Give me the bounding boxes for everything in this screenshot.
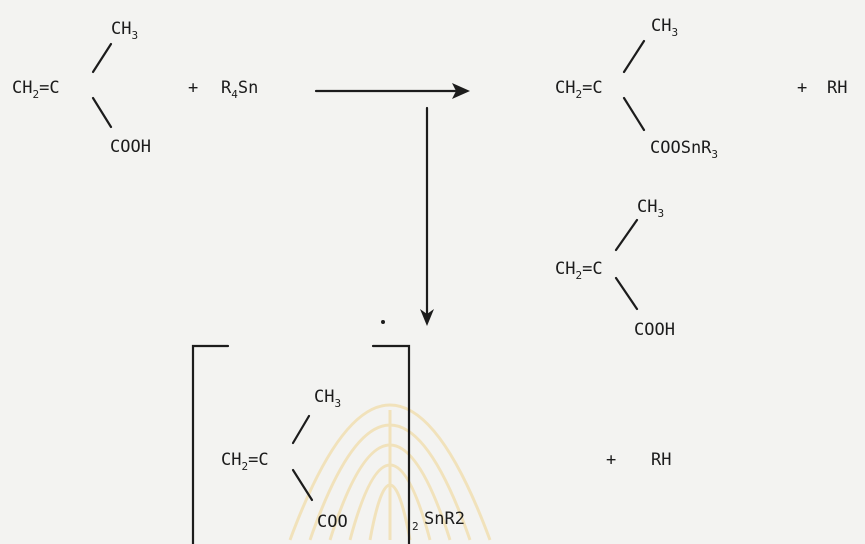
bond-c-ch3 <box>91 42 113 74</box>
ch2-label: CH2=C <box>12 78 60 101</box>
bond-c-ch3 <box>614 218 639 252</box>
tetraorganotin-label: R4Sn <box>221 78 258 101</box>
ch3-label: CH3 <box>111 19 138 42</box>
left-bracket <box>191 344 230 544</box>
arrowhead-down <box>420 309 434 326</box>
right-bracket <box>371 344 411 544</box>
ch2-label: CH2=C <box>555 78 603 101</box>
plus-sign: + <box>797 78 807 98</box>
ink-dot <box>381 320 385 324</box>
coo-label: COO <box>317 512 348 532</box>
ch2-label: CH2=C <box>221 450 269 473</box>
cooh-label: COOH <box>110 137 151 157</box>
snr2-label: SnR2 <box>424 509 465 529</box>
bracket-subscript: 2 <box>412 520 419 533</box>
coosnr3-label: COOSnR3 <box>650 138 718 161</box>
bond-c-coo <box>291 468 314 502</box>
plus-sign: + <box>188 78 198 98</box>
rh-label: RH <box>827 78 847 98</box>
rh-label: RH <box>651 450 671 470</box>
ch3-label: CH3 <box>637 197 664 220</box>
ch3-label: CH3 <box>651 16 678 39</box>
plus-sign: + <box>606 450 616 470</box>
ch2-label: CH2=C <box>555 259 603 282</box>
bond-c-coosnr3 <box>622 96 646 132</box>
bond-c-ch3 <box>622 39 646 74</box>
bond-c-cooh <box>614 276 639 311</box>
arrowhead-right <box>452 83 470 99</box>
bond-c-ch3 <box>291 414 311 445</box>
bond-c-cooh <box>91 96 113 129</box>
cooh-label: COOH <box>634 320 675 340</box>
ch3-label: CH3 <box>314 387 341 410</box>
